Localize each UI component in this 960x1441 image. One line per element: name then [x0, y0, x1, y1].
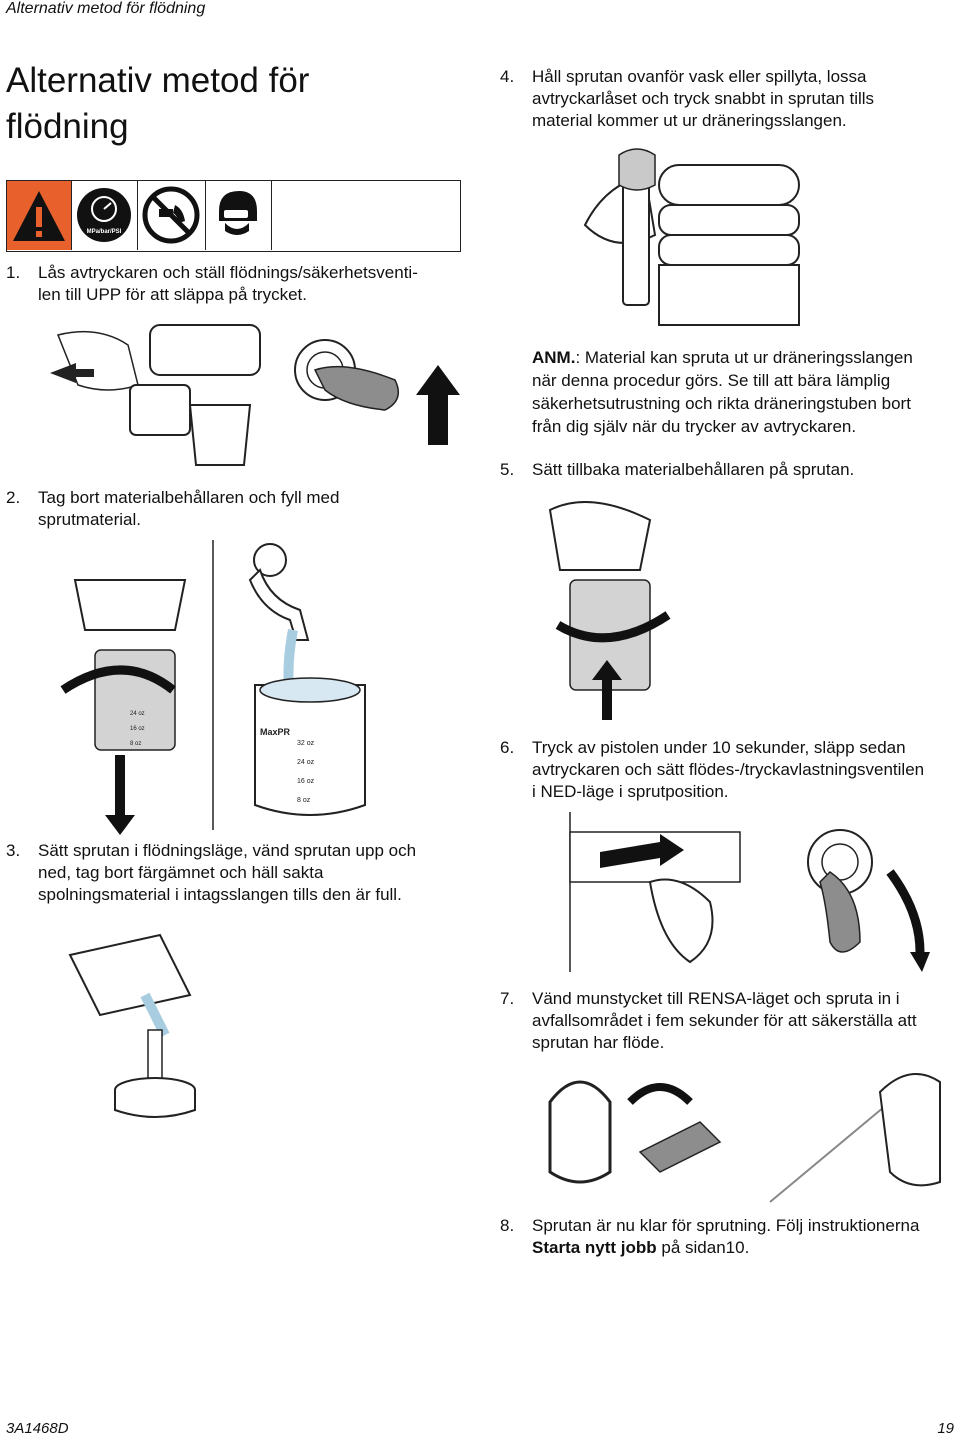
step-number: 7.: [500, 989, 515, 1008]
step-number: 3.: [6, 841, 21, 860]
jar-mark: 24 oz: [130, 711, 145, 717]
no-hand-spray-icon: [137, 181, 206, 250]
step-number: 4.: [500, 67, 515, 86]
step-number: 2.: [6, 488, 21, 507]
doc-number: 3A1468D: [6, 1420, 69, 1437]
step-text-line: sprutmaterial.: [38, 510, 141, 529]
step-2: 2. Tag bort materialbehållaren och fyll …: [6, 487, 466, 533]
page-title: Alternativ metod för flödning: [6, 61, 310, 146]
jar-mark: 8 oz: [297, 797, 311, 804]
pour-flush-illustration: [68, 933, 196, 1118]
step-text-line: Vänd munstycket till RENSA-läget och spr…: [532, 989, 900, 1008]
note-text: säkerhetsutrustning och rikta dränerings…: [532, 394, 911, 413]
page-number: 19: [937, 1420, 954, 1437]
step-text-line: Tryck av pistolen under 10 sekunder, slä…: [532, 738, 906, 757]
jar-mark: 16 oz: [297, 778, 315, 785]
note-text: från dig själv när du trycker av avtryck…: [532, 417, 857, 436]
note-text: : Material kan spruta ut ur dräneringssl…: [575, 348, 913, 367]
step-text-line: ned, tag bort färgämnet och häll sakta: [38, 863, 324, 882]
clean-tip-spray-illustration: [548, 1073, 941, 1203]
note-label: ANM.: [532, 348, 576, 367]
warning-triangle-icon: [7, 181, 72, 250]
step-1: 1. Lås avtryckaren och ställ flödnings/s…: [6, 262, 466, 308]
step-text-line: material kommer ut ur dräneringsslangen.: [532, 111, 847, 130]
jar-mark: 16 oz: [130, 726, 145, 732]
step-number: 6.: [500, 738, 515, 757]
step-text-line: avfallsområdet i fem sekunder för att sä…: [532, 1011, 917, 1030]
reinstall-container-illustration: [548, 501, 671, 720]
jar-mark: 8 oz: [130, 741, 141, 747]
drain-hose-illustration: [583, 148, 800, 326]
step-text-line: på sidan10.: [656, 1238, 750, 1257]
jar-brand: MaxPR: [260, 727, 291, 737]
step-text-line: avtryckarlåset och tryck snabbt in sprut…: [532, 89, 875, 108]
step-text-line: sprutan har flöde.: [532, 1033, 665, 1052]
step-text-line: Sätt sprutan i flödningsläge, vänd sprut…: [38, 841, 417, 860]
step-text-line: spolningsmaterial i intagsslangen tills …: [38, 885, 402, 904]
step-text-line: Lås avtryckaren och ställ flödnings/säke…: [38, 263, 418, 282]
step-number: 5.: [500, 460, 515, 479]
step-7: 7. Vänd munstycket till RENSA-läget och …: [500, 988, 960, 1056]
step-text-line: Sätt tillbaka materialbehållaren på spru…: [532, 460, 855, 479]
protective-equipment-icon: [205, 181, 272, 250]
warning-icon-strip: MPa/bar/PSI: [6, 180, 461, 252]
fill-container-illustration: 24 oz 16 oz 8 oz MaxPR 32 oz 24 oz 16 oz…: [60, 540, 366, 835]
step-5: 5. Sätt tillbaka materialbehållaren på s…: [500, 459, 960, 483]
step-text-line: avtryckaren och sätt flödes-/tryckavlast…: [532, 760, 925, 779]
trigger-valve-illustration: [569, 812, 930, 972]
sprayer-valve-illustration: [50, 324, 460, 466]
step-number: 1.: [6, 263, 21, 282]
jar-mark: 32 oz: [297, 740, 315, 747]
pressure-gauge-icon: MPa/bar/PSI: [71, 181, 138, 250]
step-8: 8. Sprutan är nu klar för sprutning. Föl…: [500, 1215, 960, 1261]
jar-mark: 24 oz: [297, 759, 315, 766]
step-text-line: Håll sprutan ovanför vask eller spillyta…: [532, 67, 867, 86]
running-header: Alternativ metod för flödning: [6, 0, 206, 17]
step-3: 3. Sätt sprutan i flödningsläge, vänd sp…: [6, 840, 466, 908]
cross-reference-link[interactable]: Starta nytt jobb: [532, 1238, 657, 1257]
step-text-line: Sprutan är nu klar för sprutning. Följ i…: [532, 1216, 920, 1235]
step-4: 4. Håll sprutan ovanför vask eller spill…: [500, 66, 960, 134]
step-text-line: len till UPP för att släppa på trycket.: [38, 285, 307, 304]
note-block: ANM.: Material kan spruta ut ur dränerin…: [532, 346, 960, 438]
gauge-label: MPa/bar/PSI: [87, 229, 122, 235]
note-text: när denna procedur görs. Se till att bär…: [532, 371, 891, 390]
step-text-line: i NED-läge i sprutposition.: [532, 782, 729, 801]
step-text-line: Tag bort materialbehållaren och fyll med: [38, 488, 340, 507]
step-6: 6. Tryck av pistolen under 10 sekunder, …: [500, 737, 960, 805]
step-number: 8.: [500, 1216, 515, 1235]
